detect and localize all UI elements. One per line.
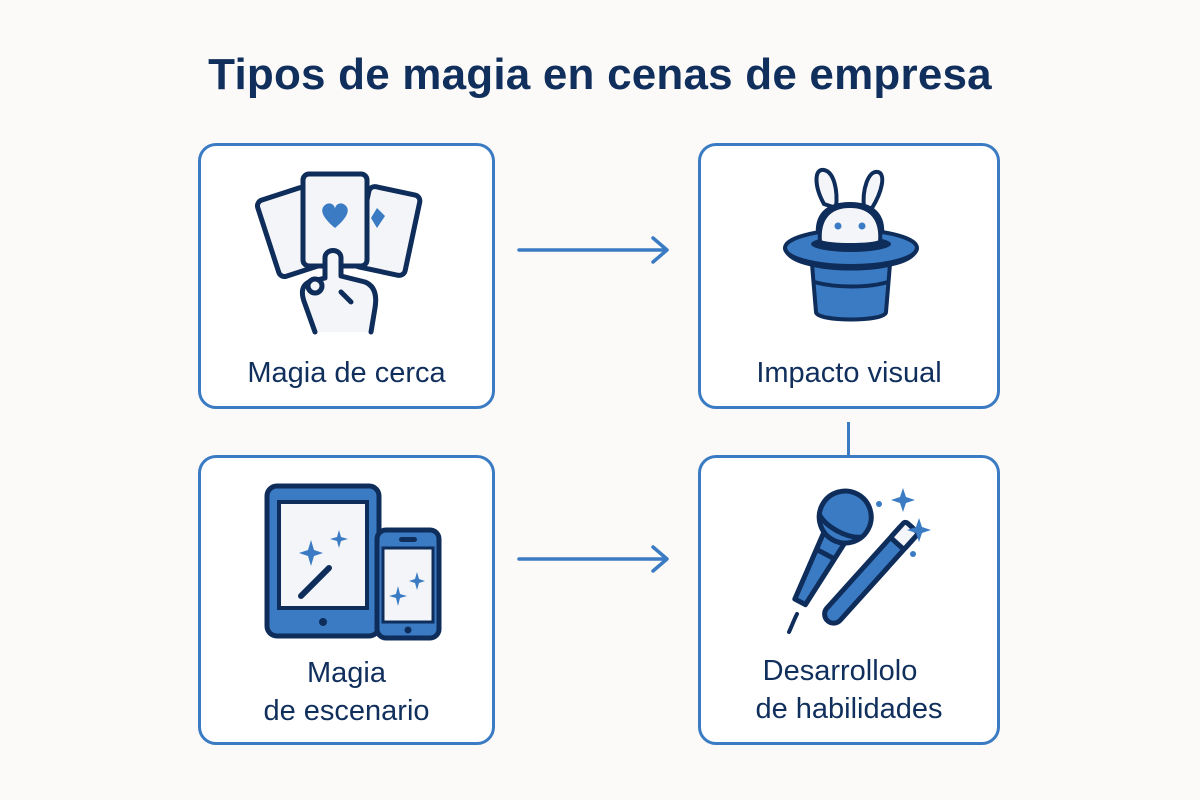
card-close-up-magic: Magia de cerca <box>198 143 495 409</box>
card-label-line: de habilidades <box>755 693 943 725</box>
card-label-line: Magia <box>307 657 386 689</box>
card-label-line: Impacto visual <box>756 357 942 389</box>
card-skills-development: Desarrollolo de habilidades <box>698 455 1000 745</box>
card-stage-magic: Magia de escenario <box>198 455 495 745</box>
vertical-connector-line <box>847 422 850 456</box>
tablet-and-phone-icon <box>264 483 442 641</box>
cards-in-hand-icon <box>254 171 423 335</box>
card-label-line: Desarrollolo <box>762 655 918 687</box>
card-label: Impacto visual <box>701 354 997 392</box>
card-label: Magia de escenario <box>201 654 492 730</box>
arrow-right-icon <box>517 545 669 573</box>
card-label-line: de escenario <box>263 695 430 727</box>
card-label-line: Magia de cerca <box>247 357 446 389</box>
card-label: Magia de cerca <box>201 354 492 392</box>
card-label: Desarrollolo de habilidades <box>701 652 997 728</box>
diagram-title: Tipos de magia en cenas de empresa <box>208 50 992 99</box>
arrow-right-icon <box>517 236 669 264</box>
card-visual-impact: Impacto visual <box>698 143 1000 409</box>
rabbit-in-hat-icon <box>783 167 919 322</box>
microphone-and-wand-icon <box>787 488 931 634</box>
